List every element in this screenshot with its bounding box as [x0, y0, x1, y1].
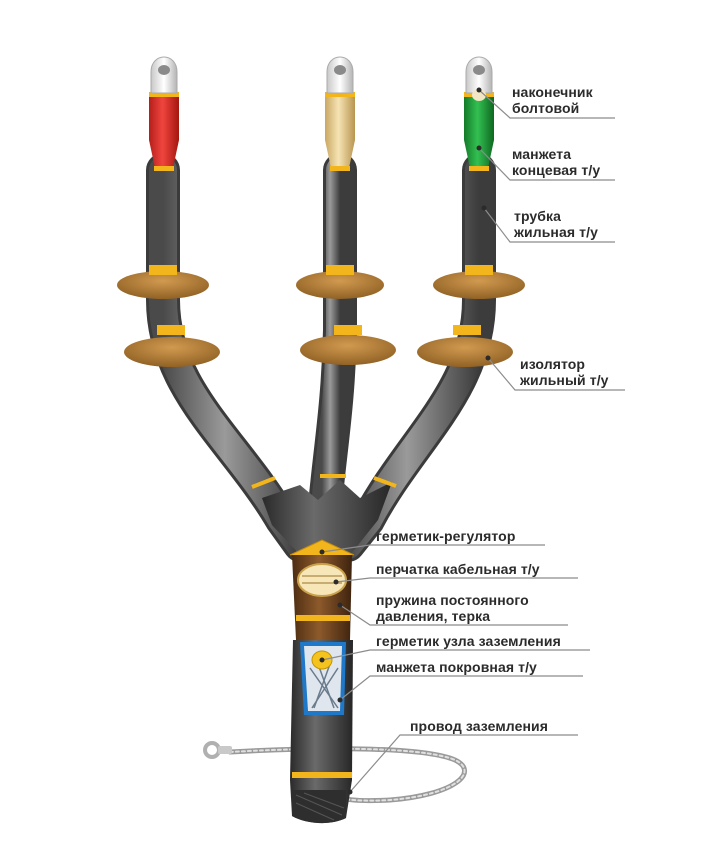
cuff-band: [292, 772, 352, 778]
end-cuff-beige: [325, 95, 355, 168]
glove-fingers: [262, 480, 392, 555]
sealant-regulator-window: [297, 563, 347, 597]
label-end-cuff: манжета концевая т/у: [512, 146, 601, 178]
label-bolt-lug: наконечник болтовой: [512, 84, 593, 116]
insulator-left-upper: [117, 265, 209, 299]
end-cuffs: [149, 92, 494, 171]
insulator-middle-lower: [300, 325, 396, 365]
bolt-lugs: [150, 56, 493, 101]
leader-lines: [321, 89, 625, 793]
bolt-lug-right: [465, 56, 493, 101]
label-cover-cuff: манжета покровная т/у: [376, 659, 537, 675]
insulator-right-lower: [417, 325, 513, 367]
insulator-left-lower: [124, 325, 220, 367]
grounding-node-window: [300, 642, 346, 715]
spring-band: [296, 615, 350, 621]
core-insulators: [117, 265, 525, 367]
label-cable-glove: перчатка кабельная т/у: [376, 561, 540, 577]
label-grounding-sealant: герметик узла заземления: [376, 633, 561, 649]
bolt-lug-middle: [326, 56, 354, 94]
label-core-insulator: изолятор жильный т/у: [520, 356, 609, 388]
cable-end: [292, 790, 346, 824]
insulator-middle-upper: [296, 265, 384, 299]
end-cuff-green: [464, 95, 494, 168]
label-sealant-regulator: герметик-регулятор: [376, 528, 516, 544]
bolt-lug-left: [150, 56, 178, 94]
label-constant-pressure-spring: пружина постоянного давления, терка: [376, 592, 529, 624]
label-core-tube: трубка жильная т/у: [514, 208, 598, 240]
insulator-right-upper: [433, 265, 525, 299]
finger-bands: [251, 474, 397, 489]
end-cuff-red: [149, 95, 179, 168]
label-grounding-wire: провод заземления: [410, 718, 549, 734]
ground-lug-ring: [203, 741, 221, 759]
